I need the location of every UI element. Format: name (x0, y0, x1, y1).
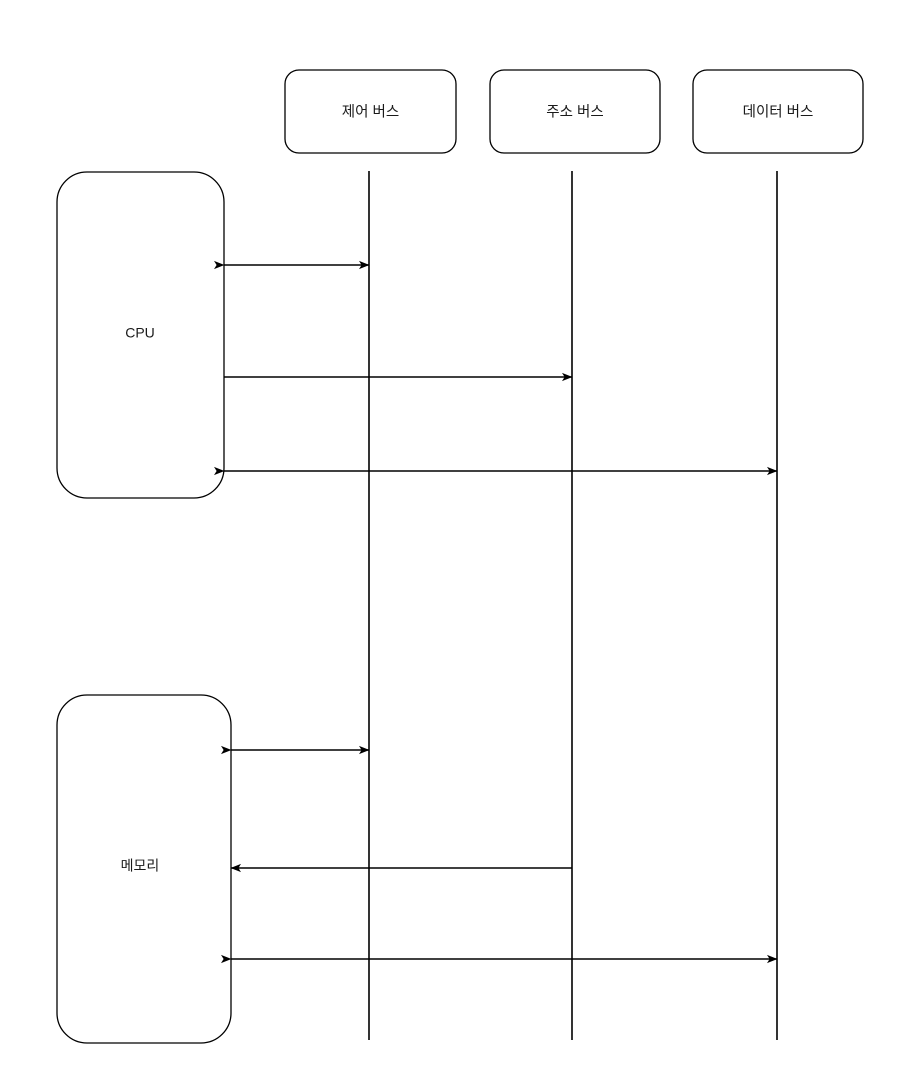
data-bus-box[interactable]: 데이터 버스 (692, 69, 864, 154)
cpu-label: CPU (125, 325, 155, 341)
data-bus-label: 데이터 버스 (743, 103, 814, 120)
address-bus-label: 주소 버스 (546, 103, 603, 120)
data-bus-shape (692, 69, 864, 154)
cpu-node[interactable]: CPU (56, 171, 225, 499)
connection-arrows (214, 260, 778, 964)
control-bus-label: 제어 버스 (342, 103, 399, 120)
control-bus-box[interactable]: 제어 버스 (284, 69, 457, 154)
bus-vertical-lines (368, 171, 778, 1040)
control-bus-shape (284, 69, 457, 154)
memory-node[interactable]: 메모리 (56, 694, 232, 1044)
address-bus-box[interactable]: 주소 버스 (489, 69, 661, 154)
address-bus-shape (489, 69, 661, 154)
cpu-shape (56, 171, 225, 499)
component-nodes: CPU 메모리 (56, 171, 232, 1044)
memory-label: 메모리 (121, 858, 160, 874)
bus-boxes: 제어 버스 주소 버스 데이터 버스 (284, 69, 864, 154)
